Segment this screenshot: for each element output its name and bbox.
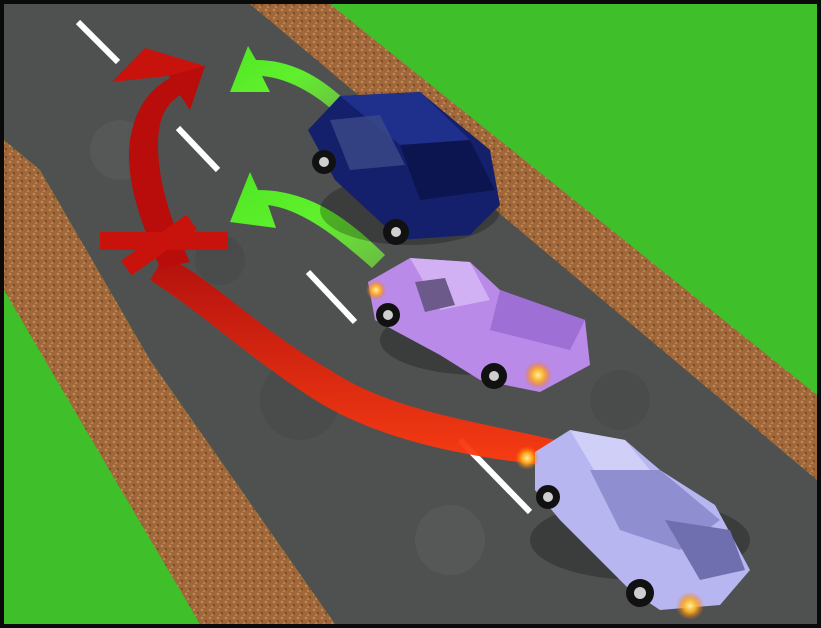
overtaking-illustration (0, 0, 821, 628)
